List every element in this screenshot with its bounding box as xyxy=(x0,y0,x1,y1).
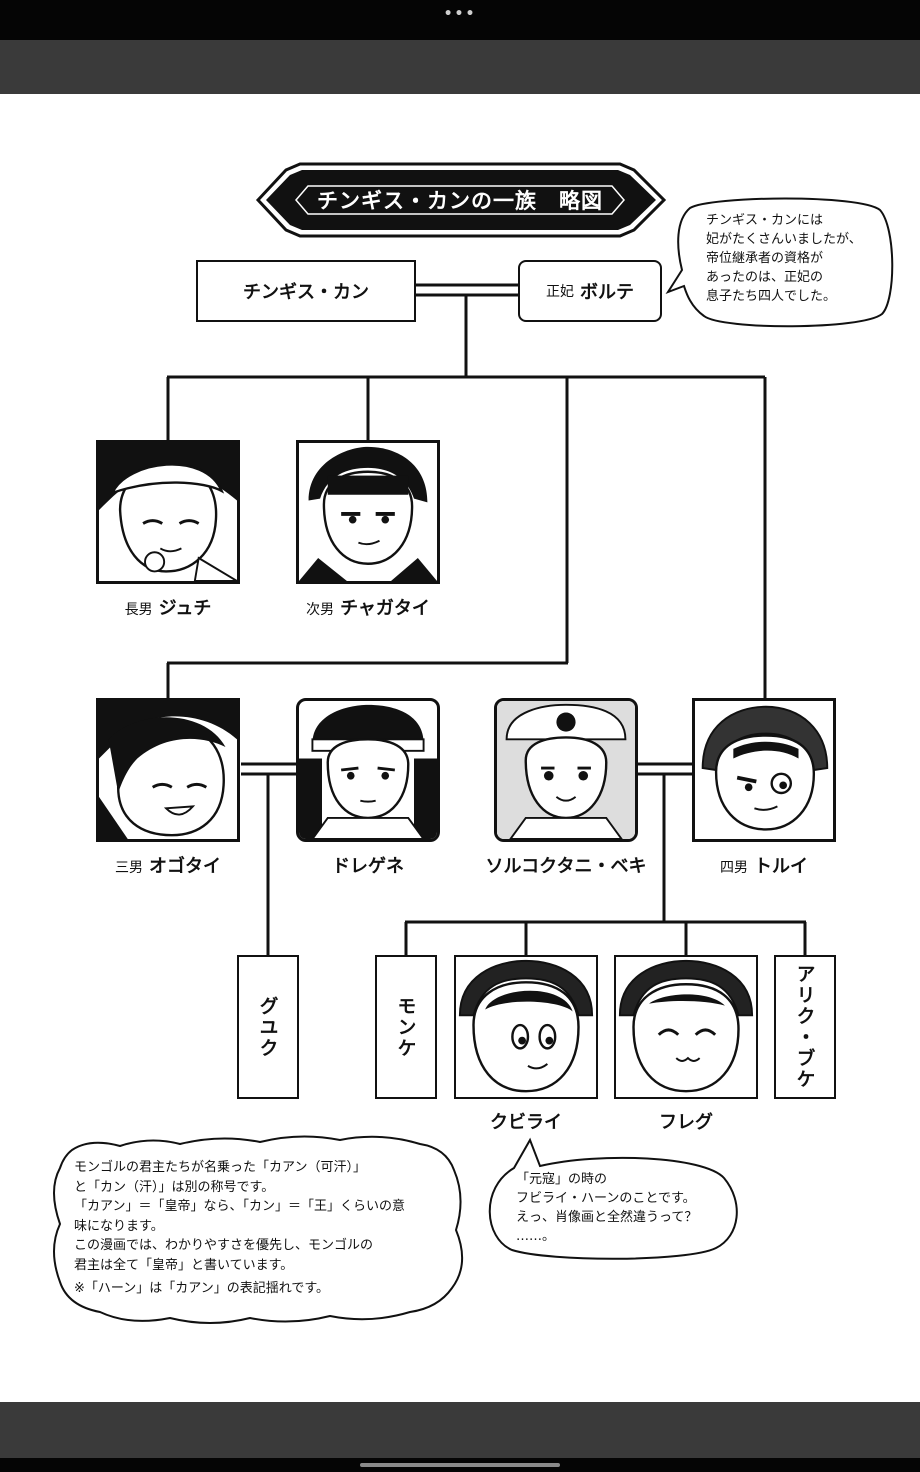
top-status-bar: ••• xyxy=(0,0,920,40)
reader-footer-band xyxy=(0,1402,920,1458)
borte-rank: 正妃 xyxy=(546,284,574,300)
sorghaghtani-name: ソルコクタニ・ベキ xyxy=(485,856,647,877)
portrait-kublai xyxy=(454,955,598,1099)
diagram-title: チンギス・カンの一族 略図 xyxy=(317,189,603,213)
note-line: フビライ・ハーンのことです。 xyxy=(516,1191,696,1206)
tolui-face-illustration xyxy=(701,705,829,831)
note-line: ……。 xyxy=(516,1229,556,1244)
ariq-boke-name: アリク・ブケ xyxy=(793,964,816,1090)
mongke-name: モンケ xyxy=(394,995,417,1059)
note-line: 君主は全て「皇帝」と書いています。 xyxy=(74,1257,294,1273)
kublai-name: クビライ xyxy=(490,1112,562,1133)
title-plaque xyxy=(255,162,667,238)
jochi-face-illustration xyxy=(99,443,237,581)
hulagu-face-illustration xyxy=(618,959,754,1093)
label-ogodei: 三男 オゴタイ xyxy=(96,852,240,878)
mongke-box: モンケ xyxy=(375,955,437,1099)
label-kublai: クビライ xyxy=(454,1108,598,1134)
toregene-name: ドレゲネ xyxy=(332,856,404,877)
speech-note-line: チンギス・カンには xyxy=(706,213,824,228)
portrait-ogodei xyxy=(96,698,240,842)
ogodei-rank: 三男 xyxy=(115,860,143,876)
note-line: この漫画では、わかりやすさを優先し、モンゴルの xyxy=(74,1238,374,1253)
ogodei-face-illustration xyxy=(99,701,237,839)
genghis-khan-box: チンギス・カン xyxy=(196,260,416,322)
label-hulagu: フレグ xyxy=(614,1108,758,1134)
jochi-name: ジュチ xyxy=(158,598,212,619)
portrait-sorghaghtani xyxy=(494,698,638,842)
speech-bubble-kublai xyxy=(488,1137,738,1260)
portrait-jochi xyxy=(96,440,240,584)
label-sorghaghtani: ソルコクタニ・ベキ xyxy=(466,852,666,878)
label-toregene: ドレゲネ xyxy=(296,852,440,878)
portrait-tolui xyxy=(692,698,836,842)
chagatai-name: チャガタイ xyxy=(340,598,430,619)
label-jochi: 長男 ジュチ xyxy=(96,594,240,620)
hulagu-name: フレグ xyxy=(659,1112,713,1133)
speech-note-line: 帝位継承者の資格が xyxy=(706,251,824,266)
note-line: ※「ハーン」は「カアン」の表記揺れです。 xyxy=(74,1281,330,1296)
speech-note-top-text: チンギス・カンには 妃がたくさんいましたが、 帝位継承者の資格が あったのは、正… xyxy=(706,211,862,306)
chagatai-rank: 次男 xyxy=(306,602,335,618)
kublai-face-illustration xyxy=(458,959,594,1093)
sorghaghtani-face-illustration xyxy=(497,701,635,839)
note-line: 「元寇」の時の xyxy=(516,1172,608,1187)
speech-note-line: 息子たち四人でした。 xyxy=(706,289,837,304)
speech-bubble-top xyxy=(665,197,894,328)
note-line: えっ、肖像画と全然違うって？ xyxy=(516,1210,698,1225)
portrait-toregene xyxy=(296,698,440,842)
speech-note-line: 妃がたくさんいましたが、 xyxy=(706,232,862,247)
ogodei-name: オゴタイ xyxy=(149,856,221,877)
note-line: 「カアン」＝「皇帝」なら、「カン」＝「王」くらいの意 xyxy=(74,1199,405,1214)
guyuk-box: グユク xyxy=(237,955,299,1099)
home-indicator[interactable] xyxy=(360,1463,560,1467)
label-chagatai: 次男 チャガタイ xyxy=(284,594,452,620)
toregene-face-illustration xyxy=(299,704,437,839)
note-kublai-text: 「元寇」の時の フビライ・ハーンのことです。 えっ、肖像画と全然違うって？ ……… xyxy=(516,1170,697,1246)
borte-name: ボルテ xyxy=(580,282,634,303)
note-line: モンゴルの君主たちが名乗った「カアン（可汗）」 xyxy=(74,1160,366,1175)
speech-note-line: あったのは、正妃の xyxy=(706,270,824,285)
tolui-name: トルイ xyxy=(754,856,808,877)
portrait-chagatai xyxy=(296,440,440,584)
tolui-rank: 四男 xyxy=(720,860,748,876)
chagatai-face-illustration xyxy=(299,443,437,581)
note-bubble-bottom-left xyxy=(53,1135,463,1324)
guyuk-name: グユク xyxy=(256,995,279,1059)
jochi-rank: 長男 xyxy=(124,602,153,618)
note-line: と「カン（汗）」は別の称号です。 xyxy=(74,1179,275,1195)
genghis-khan-name: チンギス・カン xyxy=(243,282,369,303)
ariq-boke-box: アリク・ブケ xyxy=(774,955,836,1099)
more-options-icon[interactable]: ••• xyxy=(443,6,477,22)
label-tolui: 四男 トルイ xyxy=(692,852,836,878)
note-line: 味になります。 xyxy=(74,1218,164,1234)
reader-header-band xyxy=(0,40,920,94)
note-bottom-left-text: モンゴルの君主たちが名乗った「カアン（可汗）」 と「カン（汗）」は別の称号です。… xyxy=(74,1158,405,1299)
portrait-hulagu xyxy=(614,955,758,1099)
borte-box: 正妃 ボルテ xyxy=(518,260,662,322)
